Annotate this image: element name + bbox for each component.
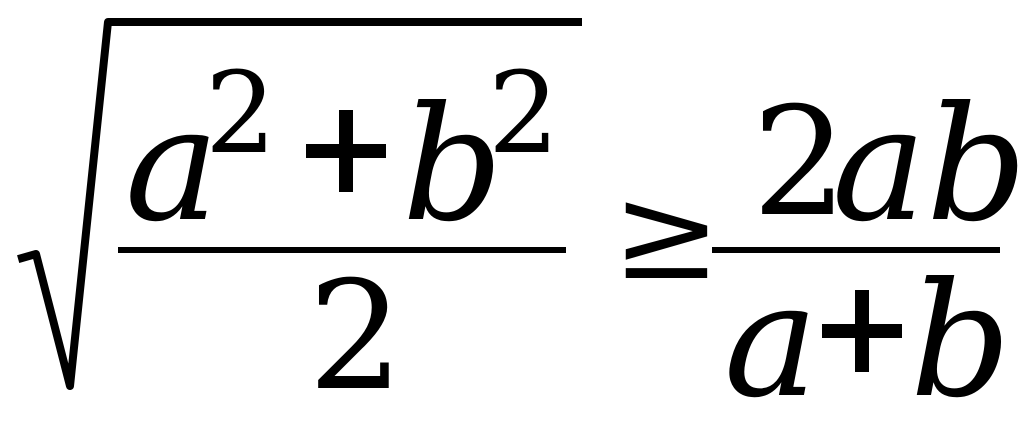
right-fraction-bar	[712, 247, 1000, 253]
numerator-term2-exponent: 2	[488, 49, 560, 179]
right-denominator-term1: a	[724, 249, 819, 433]
inequality-formula: a 2 b 2 2 ≥ 2 ab a b	[17, 18, 1024, 433]
right-numerator-variables: ab	[832, 73, 1024, 257]
left-fraction-bar	[118, 247, 566, 253]
square-root-sign	[17, 18, 582, 390]
numerator-term2-base: b	[402, 73, 504, 257]
right-numerator-coefficient: 2	[752, 76, 848, 250]
numerator-term1-exponent: 2	[205, 49, 277, 179]
numerator-term1-base: a	[125, 73, 220, 257]
denominator-plus-sign	[822, 290, 902, 372]
left-denominator: 2	[308, 250, 404, 424]
numerator-plus-sign	[306, 110, 386, 192]
right-denominator-term2: b	[910, 249, 1012, 433]
greater-or-equal-sign: ≥	[612, 157, 721, 309]
